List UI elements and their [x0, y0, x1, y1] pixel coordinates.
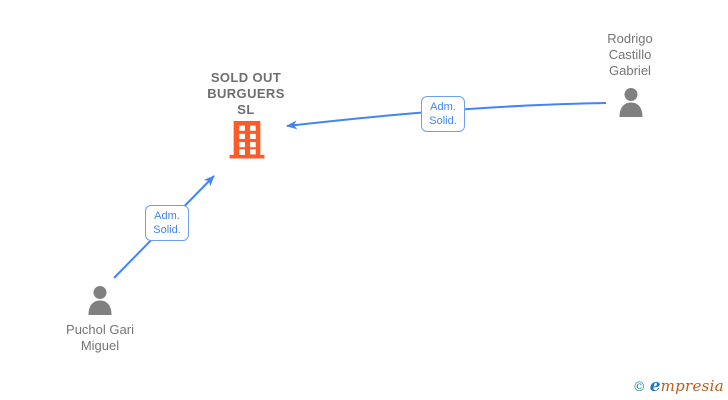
person-icon-puchol[interactable] — [85, 285, 115, 315]
person-name-line: Miguel — [80, 338, 120, 353]
person-name-line: Rodrigo — [607, 31, 653, 46]
person-name-line: Gabriel — [609, 63, 651, 78]
person-name-line: Castillo — [608, 47, 652, 62]
edge-label-rodrigo: Adm. Solid. — [421, 96, 465, 132]
edge-label-line: Adm. — [154, 210, 180, 222]
company-name-line: SOLD OUT — [210, 70, 282, 85]
edge-label-line: Solid. — [153, 224, 181, 236]
edge-label-puchol: Adm. Solid. — [145, 205, 189, 241]
edge-label-line: Solid. — [429, 115, 457, 127]
logo-letter-e: e — [649, 376, 661, 396]
person-name-line: Puchol Gari — [66, 322, 134, 337]
company-node-label[interactable]: SOLD OUT BURGUERS SL — [166, 70, 326, 118]
person-node-label-puchol[interactable]: Puchol Gari Miguel — [40, 322, 160, 354]
copyright-icon: © — [632, 380, 646, 395]
empresia-logo[interactable]: ©empresia — [633, 377, 724, 397]
logo-wordmark: mpresia — [660, 377, 724, 395]
edge-label-line: Adm. — [430, 101, 456, 113]
company-name-line: BURGUERS — [207, 86, 285, 101]
company-name-line: SL — [237, 102, 255, 117]
company-building-icon[interactable] — [229, 121, 265, 164]
person-icon-rodrigo[interactable] — [616, 87, 646, 117]
person-node-label-rodrigo[interactable]: Rodrigo Castillo Gabriel — [570, 31, 690, 79]
